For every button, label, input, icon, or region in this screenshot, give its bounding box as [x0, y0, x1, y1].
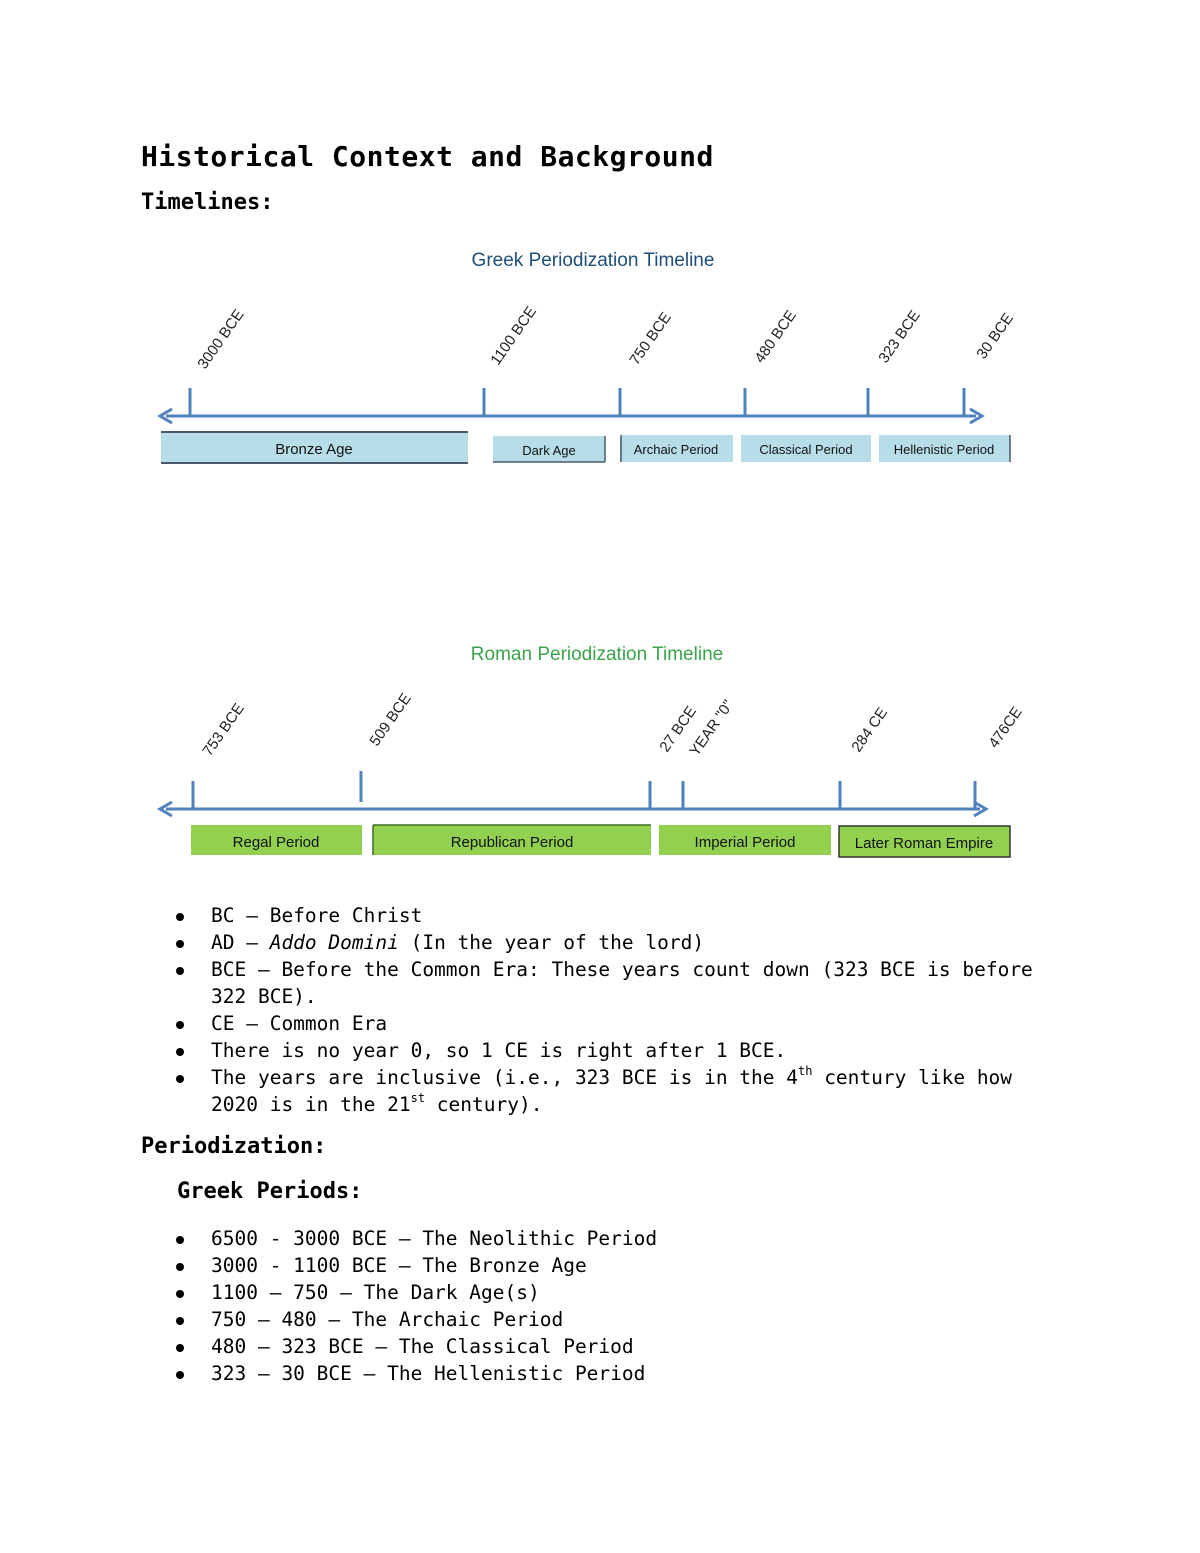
greek-timeline: Greek Periodization Timeline 3000 BCE 11… — [0, 240, 1200, 480]
era-notes-list: BC – Before Christ AD – Addo Domini (In … — [176, 902, 1051, 1118]
list-item: 323 – 30 BCE – The Hellenistic Period — [176, 1360, 1051, 1387]
greek-periods-heading: Greek Periods: — [177, 1179, 363, 1204]
greek-period-bar: Archaic Period — [620, 435, 733, 462]
bullet-icon — [176, 1290, 184, 1298]
list-item: CE – Common Era — [176, 1010, 1051, 1037]
bullet-icon — [176, 967, 184, 975]
roman-period-bar: Later Roman Empire — [838, 825, 1011, 858]
list-item: 6500 - 3000 BCE – The Neolithic Period — [176, 1225, 1051, 1252]
greek-period-bar: Dark Age — [493, 436, 606, 463]
roman-tick-label: 509 BCE — [366, 690, 414, 749]
roman-tick-label: 476CE — [985, 704, 1025, 751]
roman-tick-label: 284 CE — [848, 705, 891, 756]
greek-periods-list: 6500 - 3000 BCE – The Neolithic Period 3… — [176, 1225, 1051, 1387]
svg-text:Regal Period: Regal Period — [233, 834, 320, 851]
roman-period-bar: Republican Period — [372, 824, 651, 855]
bullet-icon — [176, 1048, 184, 1056]
roman-timeline: Roman Periodization Timeline 753 BCE 509… — [0, 635, 1200, 865]
bullet-icon — [176, 1075, 184, 1083]
roman-tick-label: YEAR "0" — [686, 697, 737, 759]
svg-text:Dark Age: Dark Age — [522, 443, 575, 458]
page-title: Historical Context and Background — [141, 140, 714, 173]
roman-period-bar: Regal Period — [191, 825, 362, 855]
roman-timeline-axis — [157, 771, 989, 818]
greek-timeline-graphic: Greek Periodization Timeline 3000 BCE 11… — [157, 250, 1017, 464]
bullet-icon — [176, 913, 184, 921]
list-item: 3000 - 1100 BCE – The Bronze Age — [176, 1252, 1051, 1279]
svg-text:Hellenistic Period: Hellenistic Period — [894, 442, 994, 457]
greek-timeline-axis — [157, 388, 985, 425]
list-item: There is no year 0, so 1 CE is right aft… — [176, 1037, 1051, 1064]
list-item: 750 – 480 – The Archaic Period — [176, 1306, 1051, 1333]
svg-text:Imperial Period: Imperial Period — [695, 834, 796, 851]
svg-text:Archaic Period: Archaic Period — [634, 442, 719, 457]
timelines-heading: Timelines: — [141, 190, 274, 215]
greek-tick-label: 750 BCE — [626, 309, 674, 368]
greek-period-bar: Classical Period — [741, 435, 871, 462]
svg-text:Later Roman Empire: Later Roman Empire — [855, 835, 993, 852]
roman-tick-label: 753 BCE — [199, 700, 247, 759]
list-item: 1100 – 750 – The Dark Age(s) — [176, 1279, 1051, 1306]
bullet-icon — [176, 1317, 184, 1325]
svg-text:Republican Period: Republican Period — [451, 834, 574, 851]
list-item: 480 – 323 BCE – The Classical Period — [176, 1333, 1051, 1360]
bullet-icon — [176, 1371, 184, 1379]
greek-tick-label: 1100 BCE — [487, 303, 540, 368]
bullet-icon — [176, 1344, 184, 1352]
roman-timeline-graphic: Roman Periodization Timeline 753 BCE 509… — [157, 644, 1026, 858]
svg-text:Bronze Age: Bronze Age — [275, 441, 353, 458]
greek-timeline-title: Greek Periodization Timeline — [472, 250, 715, 271]
greek-tick-label: 480 BCE — [751, 307, 799, 366]
list-item: The years are inclusive (i.e., 323 BCE i… — [176, 1064, 1051, 1118]
bullet-icon — [176, 1021, 184, 1029]
bullet-icon — [176, 1236, 184, 1244]
greek-tick-label: 30 BCE — [973, 310, 1017, 362]
periodization-heading: Periodization: — [141, 1134, 327, 1159]
svg-text:Classical Period: Classical Period — [759, 442, 852, 457]
greek-tick-label: 3000 BCE — [194, 307, 247, 373]
list-item: BCE – Before the Common Era: These years… — [176, 956, 1051, 1010]
list-item: BC – Before Christ — [176, 902, 1051, 929]
bullet-icon — [176, 940, 184, 948]
roman-period-bar: Imperial Period — [659, 825, 831, 855]
latin-term: Addo Domini — [269, 931, 399, 954]
roman-timeline-title: Roman Periodization Timeline — [471, 644, 723, 665]
greek-period-bar: Bronze Age — [161, 431, 468, 464]
greek-period-bar: Hellenistic Period — [879, 435, 1011, 462]
bullet-icon — [176, 1263, 184, 1271]
list-item: AD – Addo Domini (In the year of the lor… — [176, 929, 1051, 956]
greek-tick-label: 323 BCE — [875, 307, 923, 366]
